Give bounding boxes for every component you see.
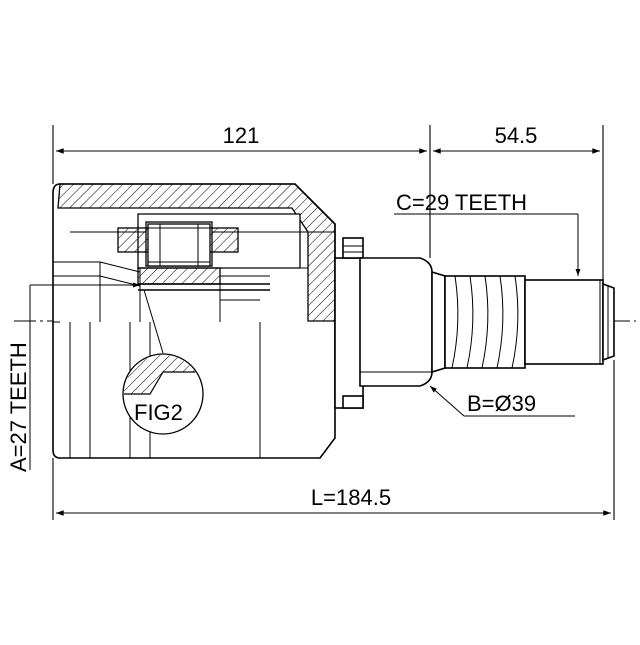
boot-collar: [334, 237, 364, 409]
callout-b-leader: [429, 385, 575, 417]
callout-b-label: B=Ø39: [467, 391, 536, 416]
dim-overall-label: L=184.5: [311, 485, 391, 510]
callout-c-label: C=29 TEETH: [396, 190, 527, 215]
callout-a-label: A=27 TEETH: [6, 342, 31, 472]
dim-121-label: 121: [223, 123, 260, 148]
stem-shaft: [359, 257, 615, 387]
fig2-label: FIG2: [134, 400, 183, 425]
dim-overall-length: [52, 360, 615, 520]
dim-spline-length: [433, 125, 604, 280]
callout-c-leader: [394, 213, 581, 276]
ball-cage-section: [29, 221, 270, 470]
dim-inner-length: [52, 125, 431, 258]
dim-54-label: 54.5: [495, 123, 538, 148]
fig2-detail: [122, 289, 204, 435]
